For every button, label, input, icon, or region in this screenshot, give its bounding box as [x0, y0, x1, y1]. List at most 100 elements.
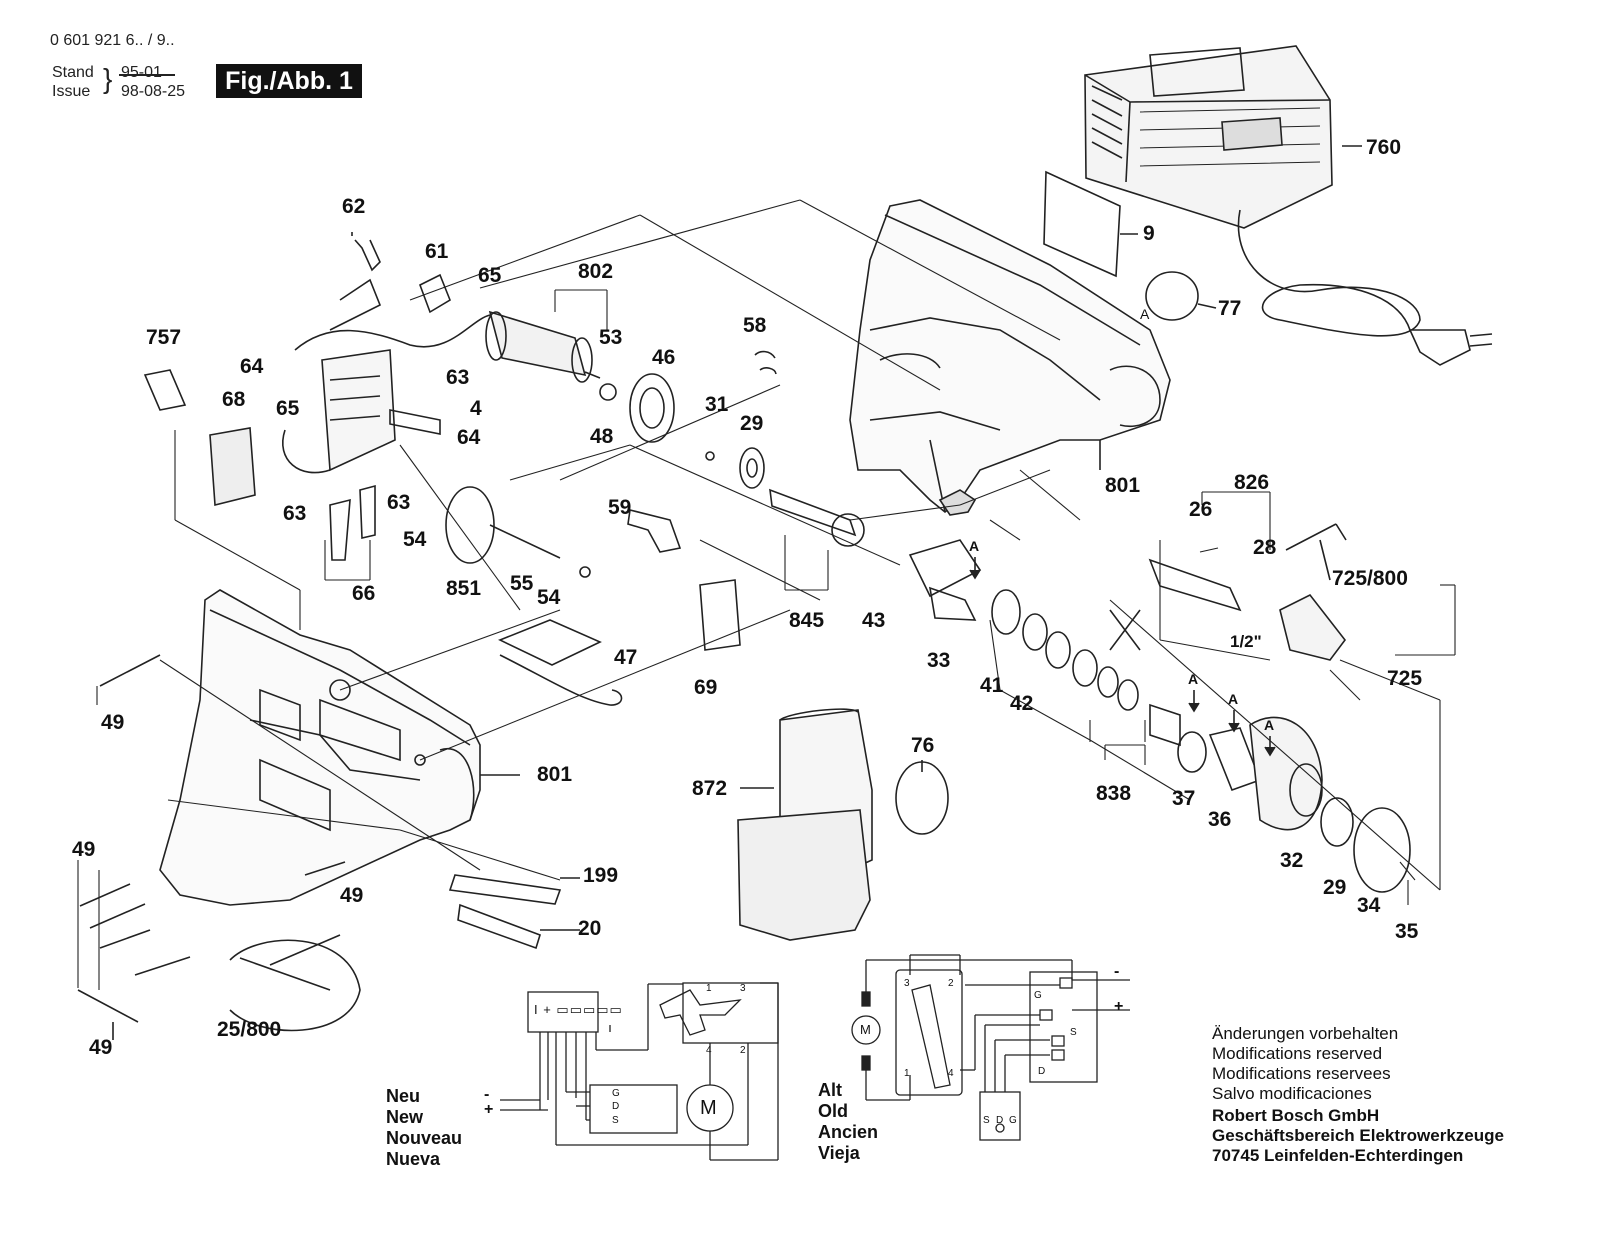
part-29-label: 29: [740, 412, 764, 435]
old-motor-label: M: [860, 1022, 871, 1037]
new-terminal-g: G: [612, 1088, 620, 1099]
callout-a-chuck-1: A: [969, 538, 980, 554]
new-terminal-2: 2: [740, 1045, 746, 1056]
part-826-label: 826: [1234, 471, 1270, 494]
wiring-new-labels: Neu New Nouveau Nueva: [386, 1086, 462, 1170]
new-label-de: Neu: [386, 1086, 421, 1106]
old-date: 95-01: [121, 64, 162, 81]
modifications-fr: Modifications reservees: [1212, 1064, 1391, 1083]
new-label-en: New: [386, 1107, 424, 1127]
new-terminal-1: 1: [706, 983, 712, 994]
part-801-label: 801: [1105, 474, 1141, 497]
part-4-label: 4: [470, 397, 482, 420]
old-label-de: Alt: [818, 1080, 842, 1100]
part-845-label: 845: [789, 609, 825, 632]
new-minus-sign: -: [484, 1086, 490, 1103]
chuck-size-label: 1/2": [1230, 632, 1262, 651]
switch-and-motor-drawing: [143, 232, 601, 561]
figure-label-box: [216, 64, 362, 98]
old-socket-d: D: [996, 1115, 1004, 1126]
part-725-label: 725: [1387, 667, 1423, 690]
part-63c-label: 63: [283, 502, 307, 525]
modifications-note: Änderungen vorbehalten Modifications res…: [1212, 1024, 1398, 1104]
part-58-label: 58: [743, 314, 767, 337]
callout-a-chuck-4: A: [1264, 717, 1275, 733]
part-63b-label: 63: [387, 491, 411, 514]
old-socket-g: G: [1009, 1115, 1017, 1126]
old-terminal-d: D: [1038, 1066, 1046, 1077]
modifications-en: Modifications reserved: [1212, 1044, 1383, 1063]
part-37-label: 37: [1172, 787, 1196, 810]
part-63-label: 63: [446, 366, 470, 389]
part-42-label: 42: [1010, 692, 1034, 715]
new-terminal-d: D: [612, 1101, 620, 1112]
old-terminal-4: 4: [948, 1068, 954, 1079]
old-date-strike: [119, 74, 175, 76]
old-terminal-3: 3: [904, 978, 910, 989]
wiring-old-labels: Alt Old Ancien Vieja: [818, 1080, 878, 1164]
part-199-label: 199: [583, 864, 619, 887]
part-48-label: 48: [590, 425, 614, 448]
part-34-label: 34: [1357, 894, 1381, 917]
part-49b-label: 49: [72, 838, 96, 861]
modifications-de: Änderungen vorbehalten: [1212, 1024, 1399, 1043]
issue-label: Issue: [52, 83, 91, 100]
part-49d-label: 49: [89, 1036, 113, 1059]
housing-half-left-drawing: [159, 589, 520, 906]
new-switch-pins: I + ▭▭▭▭▭: [534, 1002, 623, 1017]
part-65b-label: 65: [276, 397, 300, 420]
callout-a-top: A: [1140, 306, 1150, 322]
old-terminal-2: 2: [948, 978, 954, 989]
part-32-label: 32: [1280, 849, 1304, 872]
charger-drawing: [1084, 45, 1493, 366]
old-terminal-1: 1: [904, 1068, 910, 1079]
company-city: 70745 Leinfelden-Echterdingen: [1212, 1146, 1464, 1165]
screws-and-key-drawing: [77, 654, 580, 1040]
wiring-new-drawing: [500, 982, 779, 1161]
callout-a-chuck-2: A: [1188, 671, 1199, 687]
part-802-label: 802: [578, 260, 614, 283]
part-851-label: 851: [446, 577, 482, 600]
part-838-label: 838: [1096, 782, 1132, 805]
part-760-label: 760: [1366, 136, 1402, 159]
old-terminal-s: S: [1070, 1027, 1077, 1038]
figure-label: Fig./Abb. 1: [225, 67, 353, 95]
part-66-label: 66: [352, 582, 376, 605]
part-59-label: 59: [608, 496, 632, 519]
callout-arrows: [969, 557, 1276, 757]
part-28-label: 28: [1253, 536, 1277, 559]
drawing-number: 0 601 921 6.. / 9..: [50, 32, 175, 49]
new-terminal-4: 4: [706, 1045, 712, 1056]
part-68-label: 68: [222, 388, 246, 411]
part-25-800-label: 25/800: [217, 1018, 282, 1041]
modifications-es: Salvo modificaciones: [1212, 1084, 1372, 1103]
old-terminal-g: G: [1034, 990, 1042, 1001]
part-54b-label: 54: [537, 586, 561, 609]
new-terminal-s: S: [612, 1115, 619, 1126]
company-address: Robert Bosch GmbH Geschäftsbereich Elekt…: [1212, 1106, 1504, 1166]
part-41-label: 41: [980, 674, 1004, 697]
callout-a-chuck-3: A: [1228, 691, 1239, 707]
part-49c-label: 49: [340, 884, 364, 907]
part-53-label: 53: [599, 326, 623, 349]
part-55-label: 55: [510, 572, 534, 595]
old-label-en: Old: [818, 1101, 848, 1121]
new-label-fr: Nouveau: [386, 1128, 463, 1148]
part-36-label: 36: [1208, 808, 1232, 831]
label-plate-drawing: [1043, 170, 1217, 321]
part-725-800-label: 725/800: [1332, 567, 1408, 590]
wiring-old-drawing: [851, 954, 1130, 1141]
old-label-fr: Ancien: [818, 1122, 879, 1142]
part-26-label: 26: [1189, 498, 1213, 521]
part-29b-label: 29: [1323, 876, 1347, 899]
part-35-label: 35: [1395, 920, 1419, 943]
part-77-label: 77: [1218, 297, 1242, 320]
brace-symbol: }: [103, 63, 113, 94]
part-76-label: 76: [911, 734, 935, 757]
old-minus-sign: -: [1114, 963, 1120, 980]
part-61-label: 61: [425, 240, 449, 263]
part-65-label: 65: [478, 264, 502, 287]
part-757-label: 757: [146, 326, 182, 349]
part-69-label: 69: [694, 676, 718, 699]
